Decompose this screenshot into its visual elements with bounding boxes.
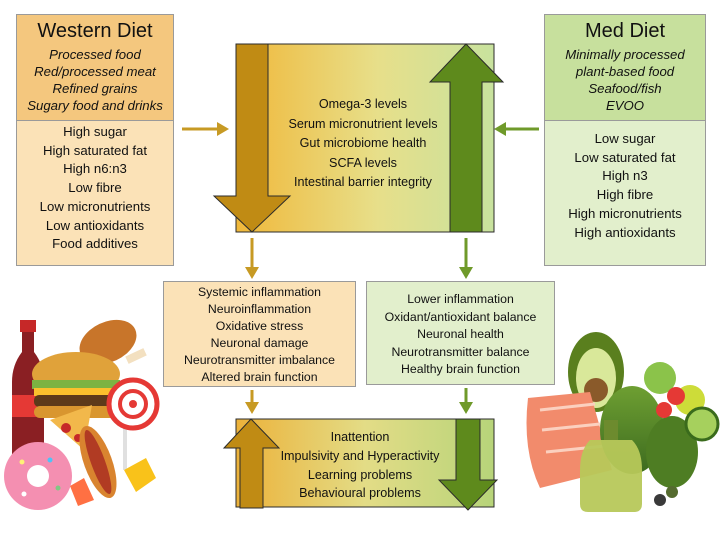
med-to-center-arrow	[494, 122, 539, 136]
med-effects-box: Lower inflammation Oxidant/antioxidant b…	[366, 281, 555, 385]
outcome-item: Inattention	[330, 430, 390, 444]
med-trait-item: High micronutrients	[568, 205, 682, 221]
med-trait-item: High antioxidants	[574, 224, 676, 240]
med-food-item: plant-based food	[575, 64, 675, 79]
western-trait-item: Food additives	[52, 236, 138, 252]
med-trait-item: High fibre	[596, 187, 654, 203]
central-item: SCFA levels	[329, 155, 397, 170]
med-effect-item: Neuronal health	[417, 327, 504, 342]
central-item: Serum micronutrient levels	[288, 116, 438, 131]
western-effect-item: Altered brain function	[201, 369, 318, 384]
junk-food-illustration	[4, 319, 160, 510]
med-effect-item: Lower inflammation	[407, 292, 514, 306]
med-effect-item: Neurotransmitter balance	[391, 344, 530, 359]
central-down-arrow	[212, 43, 292, 233]
western-food-item: Refined grains	[52, 81, 138, 96]
med-trait-item: Low sugar	[594, 131, 656, 146]
western-effect-item: Systemic inflammation	[197, 285, 321, 299]
western-effects-box: Systemic inflammation Neuroinflammation …	[163, 281, 356, 387]
med-effect-item: Healthy brain function	[401, 362, 520, 377]
med-food-item: Seafood/fish	[588, 81, 662, 96]
western-food-item: Processed food	[49, 47, 141, 62]
med-diet-title: Med Diet	[584, 20, 666, 42]
western-diet-title: Western Diet	[37, 20, 153, 42]
med-effect-item: Oxidant/antioxidant balance	[384, 309, 537, 324]
western-to-center-arrow	[182, 122, 229, 136]
outcome-item: Learning problems	[307, 467, 413, 482]
med-diet-header: Med Diet Minimally processed plant-based…	[545, 15, 705, 121]
center-to-western-effects-arrow	[245, 238, 259, 279]
central-box-text: Omega-3 levels Serum micronutrient level…	[262, 95, 464, 193]
western-effect-item: Neuronal damage	[210, 335, 309, 350]
western-traits-list: High sugar High saturated fat High n6:n3…	[17, 123, 173, 254]
western-food-item: Sugary food and drinks	[27, 98, 163, 113]
med-effects-to-outcomes-arrow	[459, 388, 473, 414]
western-trait-item: High sugar	[63, 124, 127, 139]
western-food-item: Red/processed meat	[34, 64, 156, 79]
central-item: Intestinal barrier integrity	[294, 175, 432, 189]
western-trait-item: High n6:n3	[63, 161, 127, 177]
med-diet-box: Med Diet Minimally processed plant-based…	[544, 14, 706, 266]
outcomes-up-arrow	[222, 418, 281, 509]
western-diet-box: Western Diet Processed food Red/processe…	[16, 14, 174, 266]
med-traits-list: Low sugar Low saturated fat High n3 High…	[545, 130, 705, 242]
central-item: Gut microbiome health	[299, 136, 427, 150]
outcomes-down-arrow	[437, 418, 499, 511]
center-to-med-effects-arrow	[459, 238, 473, 279]
med-trait-item: High n3	[602, 168, 648, 184]
western-trait-item: High saturated fat	[42, 142, 148, 158]
western-effect-item: Oxidative stress	[215, 318, 304, 333]
western-effect-item: Neurotransmitter imbalance	[183, 352, 336, 367]
central-up-arrow	[428, 43, 505, 233]
western-trait-item: Low micronutrients	[39, 198, 151, 214]
central-item: Omega-3 levels	[318, 97, 408, 111]
western-trait-item: Low fibre	[68, 180, 122, 196]
med-trait-item: Low saturated fat	[574, 149, 676, 165]
western-trait-item: Low antioxidants	[45, 217, 145, 233]
outcome-item: Behavioural problems	[299, 486, 421, 501]
western-diet-header: Western Diet Processed food Red/processe…	[17, 15, 173, 121]
mediterranean-food-illustration	[526, 332, 720, 512]
med-food-item: EVOO	[605, 98, 645, 113]
med-food-item: Minimally processed	[565, 47, 685, 62]
western-effects-to-outcomes-arrow	[245, 390, 259, 414]
outcomes-text: Inattention Impulsivity and Hyperactivit…	[262, 428, 458, 503]
western-effect-item: Neuroinflammation	[207, 301, 312, 316]
outcome-item: Impulsivity and Hyperactivity	[280, 448, 440, 463]
